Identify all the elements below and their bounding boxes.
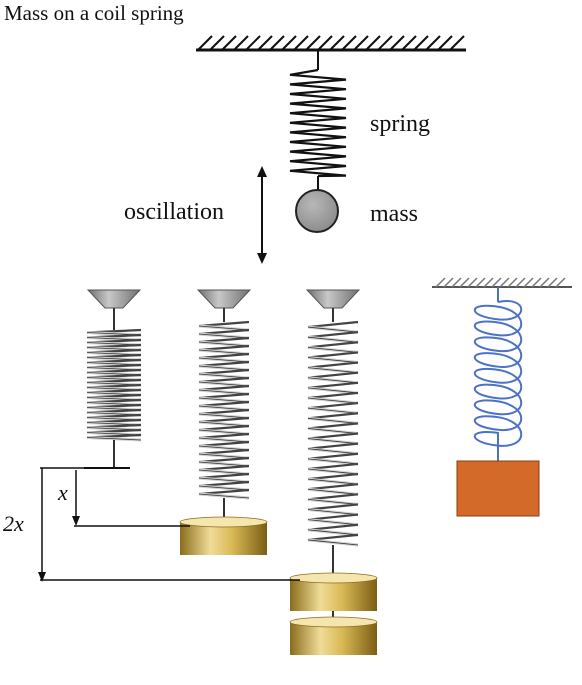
oscillation-arrow [257, 166, 267, 264]
mass-label: mass [370, 201, 418, 227]
single-weight-spring [179, 289, 268, 555]
hook-2 [196, 289, 252, 309]
oscillation-label: oscillation [124, 199, 224, 225]
x-label: x [57, 480, 68, 505]
displacement-markers [38, 467, 300, 582]
top-spring [289, 50, 347, 190]
hook-3 [305, 289, 361, 309]
mass-ball [295, 189, 339, 233]
orange-block [456, 460, 540, 517]
unloaded-spring [84, 289, 142, 469]
blue-spring [474, 300, 523, 447]
diagram-title: Mass on a coil spring [4, 1, 184, 25]
hook-1 [86, 289, 142, 309]
double-weight-spring [289, 289, 378, 655]
gold-weight-3 [289, 616, 378, 655]
spring-label: spring [370, 111, 430, 137]
inset-spring-diagram [432, 277, 572, 517]
2x-label: 2x [3, 511, 24, 536]
gold-weight-2 [289, 572, 378, 611]
top-ceiling [196, 35, 466, 52]
gold-weight-1 [179, 516, 268, 555]
